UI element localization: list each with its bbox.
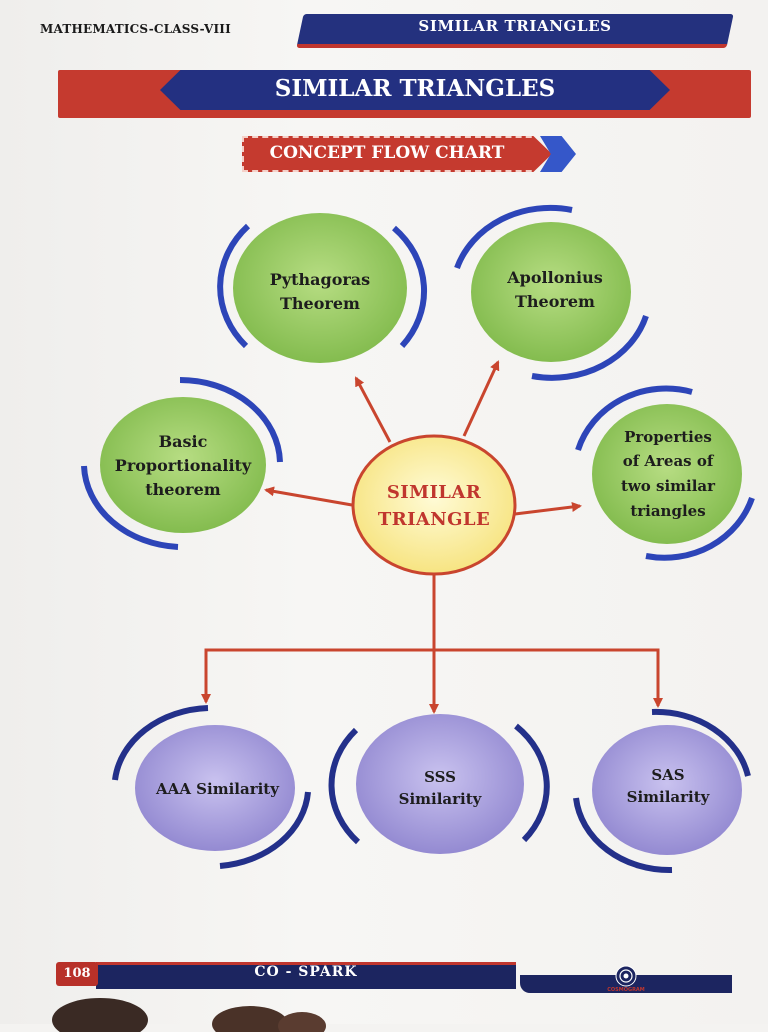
node-apollonius	[471, 222, 631, 362]
page-number: 108	[56, 962, 98, 986]
node-sss	[356, 714, 524, 854]
arc-decoration	[645, 497, 755, 561]
node-pythagoras	[233, 213, 407, 363]
arrow-to-bpt	[264, 486, 353, 507]
connector-bottom	[204, 648, 660, 705]
node-areas	[592, 404, 742, 544]
page-title: SIMILAR TRIANGLES	[274, 75, 556, 102]
node-bpt	[100, 397, 266, 533]
arc-decoration	[219, 791, 311, 869]
arrow-to-apollonius	[462, 360, 500, 437]
arc-decoration	[81, 465, 179, 550]
title-banner	[160, 70, 670, 110]
footer-bar	[96, 962, 516, 989]
arc-decoration	[392, 225, 428, 349]
section-label: CONCEPT FLOW CHART	[269, 143, 505, 163]
svg-text:COSMOGRAM: COSMOGRAM	[607, 987, 645, 992]
node-sas	[592, 725, 742, 855]
arc-decoration	[531, 315, 649, 381]
arc-decoration	[573, 797, 673, 874]
arrow-to-areas	[514, 502, 582, 516]
arc-decoration	[328, 727, 361, 845]
arc-decoration	[514, 723, 550, 843]
arrow-to-pythagoras	[354, 376, 392, 443]
node-center	[351, 434, 517, 576]
footer-series: CO - SPARK	[254, 964, 358, 980]
arc-decoration	[179, 377, 283, 463]
arc-decoration	[575, 385, 693, 451]
subject-header: MATHEMATICS-CLASS-VIII	[40, 22, 231, 36]
node-aaa	[135, 725, 295, 851]
arc-decoration	[651, 708, 751, 777]
arc-decoration	[217, 223, 251, 349]
aaa-label: AAA Similarity	[156, 779, 279, 798]
section-label-bg	[242, 136, 552, 172]
publisher-logo: COSMOGRAM	[607, 965, 645, 992]
arc-decoration	[112, 705, 209, 781]
fingers-photo-artifact	[52, 998, 326, 1032]
arc-decoration	[454, 204, 573, 270]
chapter-tab: SIMILAR TRIANGLES	[418, 17, 612, 35]
